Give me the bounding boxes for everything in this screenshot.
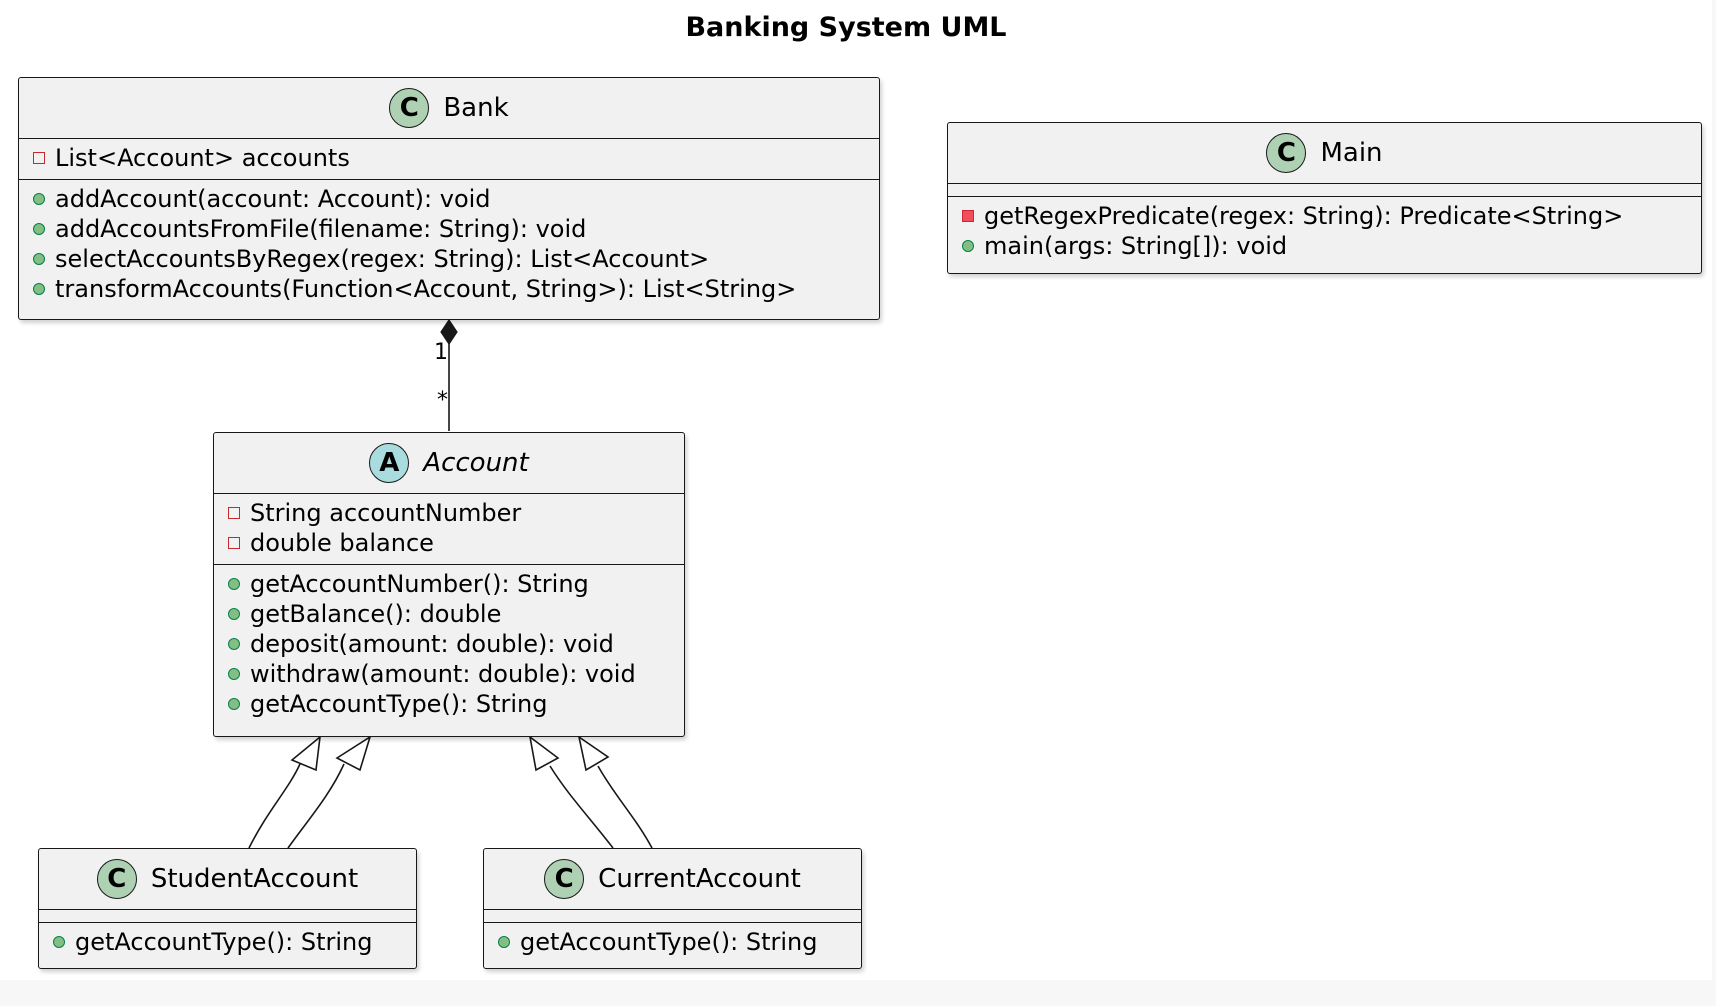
inheritance-arrowhead	[577, 735, 610, 772]
inheritance-edge	[549, 765, 614, 849]
class-header: C CurrentAccount	[484, 849, 861, 909]
public-visibility-icon	[228, 698, 240, 710]
multiplicity-part: *	[437, 388, 448, 413]
class-name: CurrentAccount	[598, 864, 801, 894]
fields-section	[39, 909, 416, 922]
method-text: selectAccountsByRegex(regex: String): Li…	[55, 245, 710, 273]
public-visibility-icon	[498, 936, 510, 948]
composition-diamond	[440, 318, 458, 346]
fields-section: List<Account> accounts	[19, 138, 879, 179]
method-row: getAccountNumber(): String	[214, 569, 684, 599]
method-row: getBalance(): double	[214, 599, 684, 629]
method-text: transformAccounts(Function<Account, Stri…	[55, 275, 797, 303]
method-text: getAccountType(): String	[75, 928, 373, 956]
methods-section: getAccountType(): String	[39, 922, 416, 963]
public-visibility-icon	[33, 253, 45, 265]
methods-section: getAccountType(): String	[484, 922, 861, 963]
public-visibility-icon	[228, 668, 240, 680]
method-text: getBalance(): double	[250, 600, 502, 628]
class-stereotype-icon: C	[96, 859, 137, 899]
method-row: addAccountsFromFile(filename: String): v…	[19, 214, 879, 244]
methods-section: getRegexPredicate(regex: String): Predic…	[948, 196, 1701, 267]
class-stereotype-icon: C	[544, 859, 585, 899]
method-text: addAccount(account: Account): void	[55, 185, 491, 213]
class-current-account[interactable]: C CurrentAccount getAccountType(): Strin…	[483, 848, 862, 969]
public-visibility-icon	[53, 936, 65, 948]
method-row: deposit(amount: double): void	[214, 629, 684, 659]
multiplicity-whole: 1	[434, 340, 448, 365]
method-text: addAccountsFromFile(filename: String): v…	[55, 215, 587, 243]
private-visibility-icon	[962, 210, 974, 222]
method-row: selectAccountsByRegex(regex: String): Li…	[19, 244, 879, 274]
class-bank[interactable]: C Bank List<Account> accounts addAccount…	[18, 77, 880, 320]
method-text: getAccountNumber(): String	[250, 570, 589, 598]
class-header: C StudentAccount	[39, 849, 416, 909]
class-name: Account	[423, 448, 529, 478]
relationship-edges: 1 *	[248, 318, 653, 849]
class-header: C Main	[948, 123, 1701, 183]
method-row: getAccountType(): String	[484, 927, 861, 957]
inheritance-edge	[248, 763, 301, 849]
field-row: List<Account> accounts	[19, 143, 879, 173]
private-visibility-icon	[228, 537, 240, 549]
method-text: withdraw(amount: double): void	[250, 660, 636, 688]
method-row: main(args: String[]): void	[948, 231, 1701, 261]
method-row: getAccountType(): String	[214, 689, 684, 719]
diagram-title: Banking System UML	[685, 12, 1007, 43]
field-text: double balance	[250, 529, 434, 557]
class-header: A Account	[214, 433, 684, 493]
public-visibility-icon	[33, 223, 45, 235]
abstract-stereotype-icon: A	[369, 443, 410, 483]
public-visibility-icon	[962, 240, 974, 252]
fields-section	[948, 183, 1701, 196]
method-row: getAccountType(): String	[39, 927, 416, 957]
field-row: String accountNumber	[214, 498, 684, 528]
inheritance-arrowhead	[528, 735, 560, 772]
method-row: transformAccounts(Function<Account, Stri…	[19, 274, 879, 304]
inheritance-arrowhead	[290, 735, 322, 772]
public-visibility-icon	[228, 638, 240, 650]
class-name: StudentAccount	[150, 864, 359, 894]
field-text: List<Account> accounts	[55, 144, 350, 172]
public-visibility-icon	[33, 283, 45, 295]
field-row: double balance	[214, 528, 684, 558]
method-text: getAccountType(): String	[520, 928, 818, 956]
class-student-account[interactable]: C StudentAccount getAccountType(): Strin…	[38, 848, 417, 969]
public-visibility-icon	[228, 608, 240, 620]
private-visibility-icon	[33, 152, 45, 164]
method-text: main(args: String[]): void	[984, 232, 1288, 260]
fields-section	[484, 909, 861, 922]
field-text: String accountNumber	[250, 499, 522, 527]
method-row: getRegexPredicate(regex: String): Predic…	[948, 201, 1701, 231]
method-text: getAccountType(): String	[250, 690, 548, 718]
public-visibility-icon	[33, 193, 45, 205]
class-name: Main	[1320, 138, 1383, 168]
inheritance-arrowhead	[335, 735, 372, 772]
class-name: Bank	[443, 93, 509, 123]
inheritance-edge	[597, 765, 653, 849]
method-row: addAccount(account: Account): void	[19, 184, 879, 214]
class-header: C Bank	[19, 78, 879, 138]
class-stereotype-icon: C	[389, 88, 430, 128]
class-stereotype-icon: C	[1266, 133, 1307, 173]
private-visibility-icon	[228, 507, 240, 519]
inheritance-edge	[287, 763, 345, 849]
method-text: getRegexPredicate(regex: String): Predic…	[984, 202, 1624, 230]
diagram-canvas: Banking System UML 1 * C Bank List<Accou…	[18, 12, 1702, 969]
public-visibility-icon	[228, 578, 240, 590]
class-main[interactable]: C Main getRegexPredicate(regex: String):…	[947, 122, 1702, 274]
method-row: withdraw(amount: double): void	[214, 659, 684, 689]
method-text: deposit(amount: double): void	[250, 630, 614, 658]
